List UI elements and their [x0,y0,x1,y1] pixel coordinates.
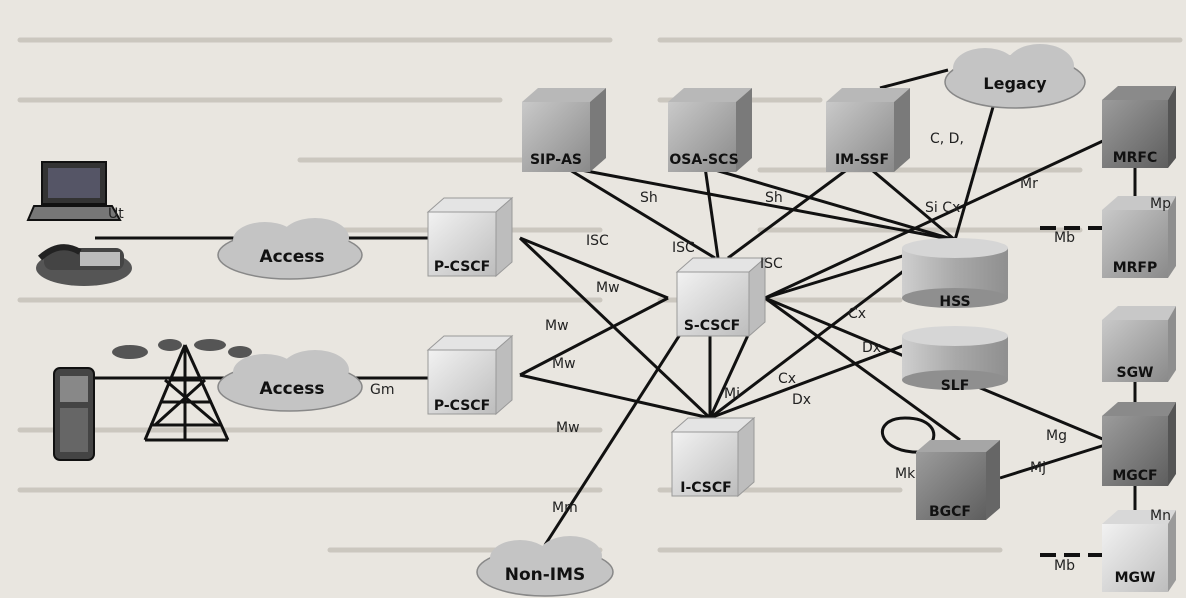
hss-node: HSS [902,238,1008,310]
interface-mb-1: Mb [1054,230,1075,246]
access-cloud-top: Access [217,218,363,280]
bgcf-node: BGCF [916,440,1000,520]
interface-dx-2: Dx [792,392,811,408]
access-cloud-bottom-label: Access [259,379,324,399]
mgw-label: MGW [1115,570,1156,586]
osa-scs-label: OSA-SCS [669,152,738,168]
mgcf-label: MGCF [1112,468,1157,484]
non-ims-cloud-label: Non-IMS [505,565,586,585]
mrfc-node: MRFC [1102,86,1176,168]
access-cloud-top-label: Access [259,247,324,267]
i-cscf-node: I-CSCF [670,416,756,498]
legacy-cloud: Legacy [944,44,1086,109]
bgcf-self-loop [880,416,936,454]
slf-label: SLF [941,378,970,394]
interface-mp-1: Mp [1150,196,1171,212]
interface-ut: Ut [108,206,124,222]
interface-labels: Sh Sh ISC ISC ISC Mw Mw Mw Mw C, D, Si C… [108,131,1171,574]
sgw-node: SGW [1102,306,1176,382]
mrfp-node: MRFP [1102,196,1176,278]
interface-gm: Gm [370,382,395,398]
connection-lines [95,68,1137,546]
dashed-lines [1040,226,1105,557]
laptop-icon [26,161,122,221]
interface-mj: Mj [1030,460,1046,476]
mobile-phone-icon [53,367,95,461]
interface-mr: Mr [1020,176,1038,192]
s-cscf-label: S-CSCF [684,318,740,334]
antenna-signal-icon [112,339,252,359]
interface-mm: Mm [552,500,578,516]
hss-label: HSS [939,294,970,310]
p-cscf-top-node: P-CSCF [426,196,514,278]
interface-sh-2: Sh [765,190,783,206]
interface-isc-3: ISC [760,256,783,272]
im-ssf-node: IM-SSF [826,88,910,172]
interface-mw-4: Mw [556,420,580,436]
interface-sh-1: Sh [640,190,658,206]
sip-as-label: SIP-AS [530,152,582,168]
sgw-label: SGW [1116,365,1153,381]
interface-mk: Mk [895,466,916,482]
access-cloud-bottom: Access [217,350,363,412]
interface-mw-2: Mw [545,318,569,334]
mrfp-label: MRFP [1113,260,1158,276]
interface-mw-3: Mw [552,356,576,372]
mgcf-node: MGCF [1102,402,1176,486]
legacy-cloud-label: Legacy [983,74,1047,93]
interface-isc-2: ISC [672,240,695,256]
p-cscf-bottom-node: P-CSCF [426,334,514,416]
im-ssf-label: IM-SSF [835,152,889,168]
interface-isc-1: ISC [586,233,609,249]
i-cscf-label: I-CSCF [680,480,731,496]
interface-mi: Mi [724,386,740,402]
interface-dx-1: Dx [862,340,881,356]
osa-scs-node: OSA-SCS [668,88,752,172]
interface-si-cx: Si Cx [925,200,960,216]
antenna-tower-icon [143,344,230,442]
mgw-node: MGW [1102,510,1176,592]
slf-node: SLF [902,326,1008,394]
bgcf-label: BGCF [929,504,971,520]
p-cscf-top-label: P-CSCF [434,259,490,275]
mrfc-label: MRFC [1113,150,1158,166]
non-ims-cloud: Non-IMS [476,536,614,597]
desk-phone-icon [36,244,132,286]
background-text [17,37,1183,553]
sip-as-node: SIP-AS [522,88,606,172]
interface-mb-2: Mb [1054,558,1075,574]
interface-cd: C, D, [930,131,964,147]
interface-mg: Mg [1046,428,1067,444]
interface-cx-1: Cx [848,306,866,322]
interface-cx-2: Cx [778,371,796,387]
interface-mp-2: Mn [1150,508,1171,524]
interface-mw-1: Mw [596,280,620,296]
s-cscf-node: S-CSCF [675,256,767,338]
p-cscf-bottom-label: P-CSCF [434,398,490,414]
